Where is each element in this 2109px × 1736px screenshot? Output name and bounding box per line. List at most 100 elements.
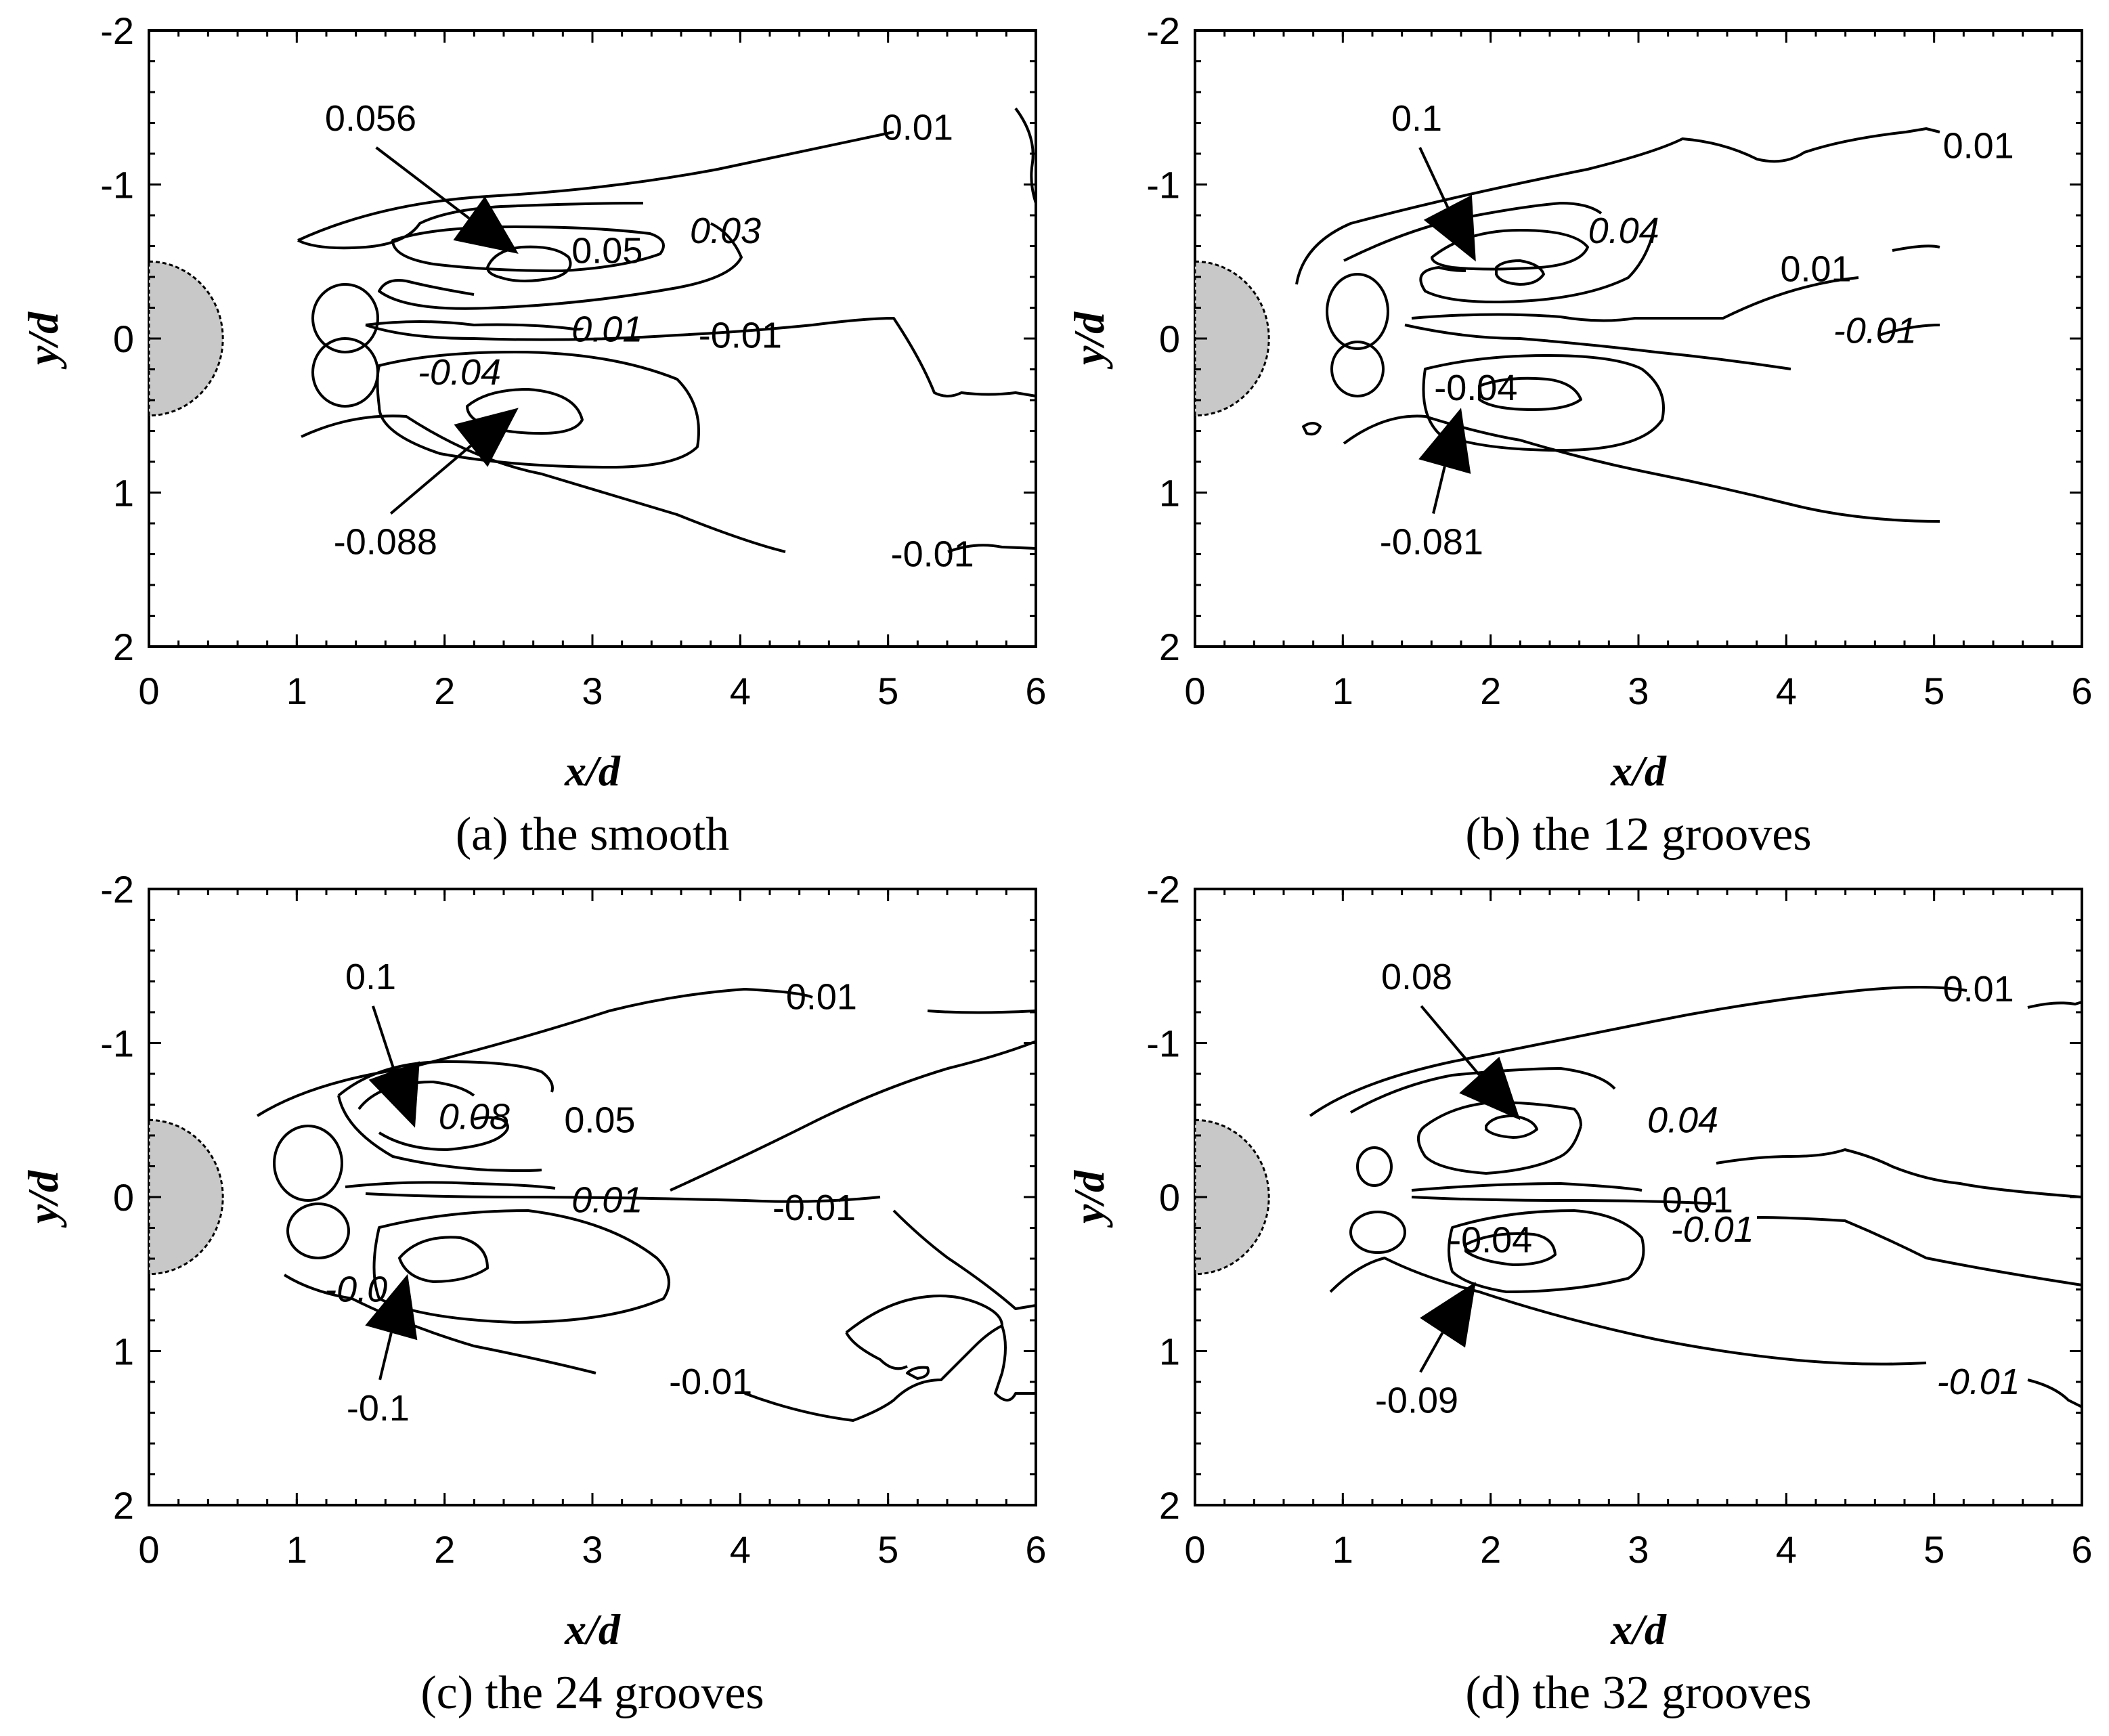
contour-line	[1878, 324, 1940, 337]
contour-line	[378, 222, 743, 310]
y-tick-label: -1	[100, 164, 134, 207]
contour-line	[283, 1274, 596, 1374]
contour-line	[1716, 1148, 2083, 1198]
x-tick-label: 1	[1332, 670, 1353, 712]
contour-label: 0.01	[786, 976, 857, 1017]
contour-line	[1349, 1211, 1406, 1254]
x-tick-label: 6	[2071, 1528, 2092, 1571]
contour-line	[2027, 1001, 2083, 1009]
contour-line	[1343, 414, 1940, 523]
arrow-head	[365, 1274, 418, 1341]
y-tick-label: -1	[100, 1022, 134, 1065]
extreme-value-label: -0.081	[1380, 522, 1483, 563]
arrow-line	[1432, 466, 1446, 514]
extreme-value-label: 0.056	[325, 98, 416, 139]
extreme-value-label: 0.1	[1391, 98, 1442, 139]
y-tick-label: 2	[1159, 1484, 1180, 1527]
contour-label: -0.04	[1434, 368, 1517, 408]
contour-label: -0.0	[324, 1270, 387, 1310]
contour-label: 0.01	[1943, 126, 2014, 167]
y-tick-label: 2	[113, 1484, 134, 1527]
x-tick-label: 4	[730, 1528, 751, 1571]
contour-line	[1478, 376, 1582, 411]
x-tick-label: 2	[434, 1528, 455, 1571]
contour-line	[1356, 1146, 1393, 1187]
contour-line	[845, 1295, 1003, 1334]
x-tick-label: 6	[1025, 670, 1046, 712]
y-axis-title: y/d	[19, 311, 67, 370]
x-tick-label: 5	[877, 1528, 898, 1571]
contour-line	[297, 131, 894, 242]
panel-caption: (c) the 24 grooves	[420, 1667, 764, 1719]
arrow-head	[454, 408, 519, 467]
contour-line	[1295, 127, 1940, 285]
contour-line	[357, 1081, 475, 1110]
x-tick-label: 3	[1628, 670, 1649, 712]
cylinder-shape	[1194, 260, 1270, 417]
y-tick-label: 0	[113, 1176, 134, 1219]
contour-line	[1404, 324, 1791, 370]
x-axis-title: x/d	[564, 1605, 621, 1653]
contour-label: 0.01	[571, 1180, 643, 1221]
x-tick-label: 3	[1628, 1528, 1649, 1571]
y-axis-title: y/d	[1065, 1170, 1113, 1228]
y-tick-label: 0	[1159, 318, 1180, 360]
contour-line	[286, 1202, 350, 1259]
contour-label: -0.04	[418, 352, 501, 393]
contour-label: 0.01	[1662, 1180, 1733, 1221]
contour-line	[1485, 1114, 1538, 1139]
panel-caption: (a) the smooth	[456, 808, 729, 861]
contour-line	[892, 1209, 1037, 1310]
arrow-head	[368, 1061, 420, 1128]
contour-line	[297, 202, 644, 250]
extreme-arrows: 0.08 -0.09	[1375, 957, 1521, 1421]
y-tick-label: 0	[113, 318, 134, 360]
x-tick-label: 4	[1776, 1528, 1797, 1571]
x-axis-title: x/d	[1610, 747, 1667, 795]
x-tick-label: 6	[1025, 1528, 1046, 1571]
extreme-value-label: -0.088	[334, 522, 437, 563]
y-tick-label: 1	[1159, 472, 1180, 515]
cylinder-shape	[1194, 1119, 1270, 1276]
extreme-value-label: -0.09	[1375, 1381, 1458, 1421]
extreme-value-label: 0.1	[345, 957, 396, 997]
contour-line	[1495, 259, 1545, 286]
contour-label: -0.04	[1449, 1220, 1532, 1261]
contour-line	[311, 283, 379, 353]
contour-line	[365, 317, 1037, 397]
y-tick-label: 1	[113, 472, 134, 515]
contour-line	[1419, 223, 1657, 303]
contour-line	[1464, 1232, 1557, 1266]
extreme-value-label: 0.08	[1381, 957, 1452, 997]
contour-line	[391, 225, 665, 272]
arrow-head	[1420, 1282, 1476, 1348]
x-tick-label: 5	[1923, 670, 1944, 712]
contour-line	[1417, 1125, 1582, 1175]
arrow-line	[1420, 1005, 1481, 1076]
x-tick-label: 1	[286, 1528, 307, 1571]
contour-line	[378, 1116, 509, 1151]
x-tick-label: 0	[1184, 1528, 1205, 1571]
x-tick-label: 0	[138, 1528, 159, 1571]
contour-line	[345, 1181, 556, 1190]
contour-line	[1330, 341, 1385, 397]
x-axis-title: x/d	[1610, 1605, 1667, 1653]
contour-label: -0.01	[1671, 1209, 1754, 1250]
contour-label: 0.05	[571, 230, 643, 271]
contour-line	[311, 337, 379, 408]
contour-line	[376, 351, 700, 469]
y-tick-label: 0	[1159, 1176, 1180, 1219]
contour-line	[1448, 1209, 1645, 1293]
y-axis-title: y/d	[19, 1170, 67, 1228]
contour-line	[845, 1332, 908, 1370]
x-tick-label: 1	[1332, 1528, 1353, 1571]
contour-label: 0.04	[1647, 1100, 1718, 1140]
contour-line	[744, 1324, 1037, 1422]
contour-line	[927, 1010, 1037, 1014]
contour-line	[301, 414, 786, 553]
arrow-line	[378, 1332, 393, 1381]
cylinder-shape	[148, 260, 224, 417]
extreme-arrows: 0.1-0.1	[345, 957, 420, 1429]
